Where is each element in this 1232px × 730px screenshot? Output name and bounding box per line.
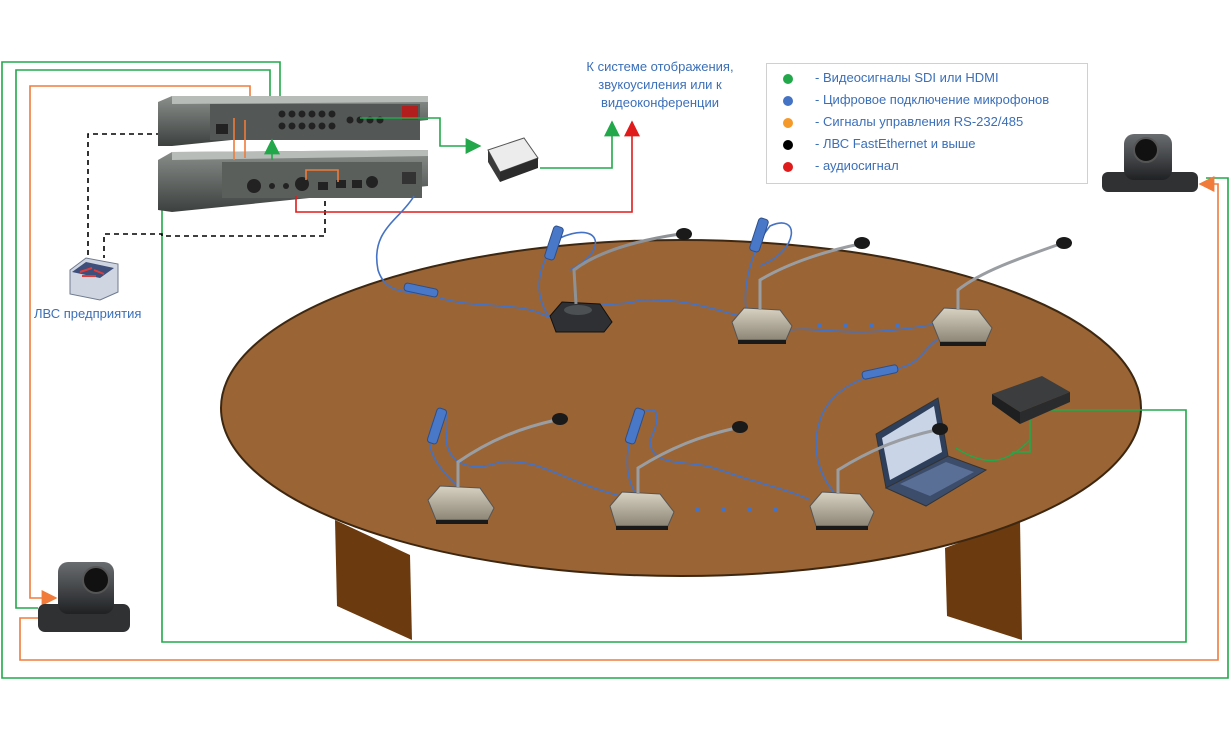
- chain-continuation-dots: [696, 324, 900, 512]
- ptz-camera-bottom-left: [38, 562, 130, 632]
- laptop: [875, 397, 988, 507]
- delegate-microphone-5: [809, 423, 948, 530]
- red-audio-out: [295, 120, 640, 213]
- table-leg-left: [335, 520, 412, 640]
- legend-item-video: - Видеосигналы SDI или HDMI: [767, 70, 1087, 88]
- video-converter: [487, 137, 539, 182]
- output-destination-label: К системе отображения, звукоусиления или…: [586, 59, 734, 110]
- green-converter-out: [540, 120, 620, 169]
- laptop-cable: [955, 439, 1031, 462]
- mic-connectors: [403, 217, 899, 445]
- enterprise-lan-label: ЛВС предприятия: [34, 306, 142, 321]
- legend-text-control: - Сигналы управления RS-232/485: [815, 114, 1024, 129]
- green-to-converter: [360, 117, 482, 154]
- chairman-microphone: [549, 228, 692, 333]
- delegate-microphone-4: [609, 421, 748, 530]
- legend-text-video: - Видеосигналы SDI или HDMI: [815, 70, 999, 85]
- legend-text-lan: - ЛВС FastEthernet и выше: [815, 136, 976, 151]
- table-leg-right: [945, 520, 1022, 640]
- green-loop-inner: [15, 69, 271, 609]
- legend-text-mic: - Цифровое подключение микрофонов: [815, 92, 1050, 107]
- orange-rack-link-3: [305, 169, 339, 182]
- mic-chain-cables: [375, 195, 961, 501]
- legend-dot-control: [783, 118, 793, 128]
- legend-item-control: - Сигналы управления RS-232/485: [767, 114, 1087, 132]
- green-loop-outer: [1, 61, 1229, 679]
- lan-cable-lower: [103, 192, 326, 258]
- legend: - Видеосигналы SDI или HDMI - Цифровое п…: [766, 63, 1088, 184]
- legend-dot-lan: [783, 140, 793, 150]
- delegate-microphone-2: [931, 237, 1072, 346]
- lan-cables: [87, 133, 326, 258]
- legend-item-lan: - ЛВС FastEthernet и выше: [767, 136, 1087, 154]
- delegate-microphone-3: [427, 413, 568, 524]
- rack-cables: [233, 117, 1031, 453]
- legend-text-audio: - аудиосигнал: [815, 158, 899, 173]
- delegate-microphone-1: [731, 237, 870, 344]
- legend-dot-mic: [783, 96, 793, 106]
- main-processor-rack: [158, 96, 428, 146]
- legend-item-mic: - Цифровое подключение микрофонов: [767, 92, 1087, 110]
- ptz-camera-top-right: [1102, 134, 1198, 192]
- conference-table: [220, 239, 1142, 640]
- lan-cable-upper: [87, 133, 215, 256]
- legend-item-audio: - аудиосигнал: [767, 158, 1087, 176]
- legend-dot-audio: [783, 162, 793, 172]
- audio-unit-rack: [158, 150, 428, 212]
- table-recorder: [992, 376, 1070, 424]
- legend-dot-video: [783, 74, 793, 84]
- orange-loop-bottom: [19, 176, 1219, 661]
- green-table-to-recorder: [1012, 416, 1031, 453]
- network-switch: [69, 257, 119, 301]
